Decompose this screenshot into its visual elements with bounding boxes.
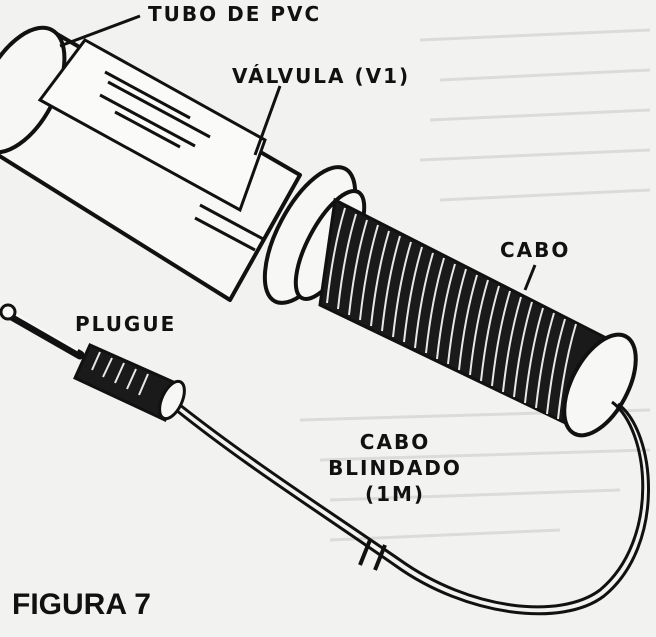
- plug: [0, 303, 186, 423]
- background-texture: [299, 28, 651, 542]
- valve-v1: [37, 38, 267, 252]
- label-shielded-cable-line1: CABO: [359, 430, 431, 454]
- leader-lines: [59, 14, 537, 291]
- figure-caption: FIGURA 7: [12, 588, 151, 621]
- label-cable: CABO: [500, 238, 571, 262]
- label-shielded-cable-line2: BLINDADO: [328, 456, 462, 480]
- label-plug: PLUGUE: [75, 312, 177, 336]
- label-shielded-cable-line3: (1M): [364, 482, 426, 506]
- cable-coil: [318, 197, 638, 438]
- label-valve: VÁLVULA (V1): [232, 64, 411, 88]
- label-pvc-tube: TUBO DE PVC: [148, 2, 322, 26]
- shielded-cable: [175, 400, 650, 616]
